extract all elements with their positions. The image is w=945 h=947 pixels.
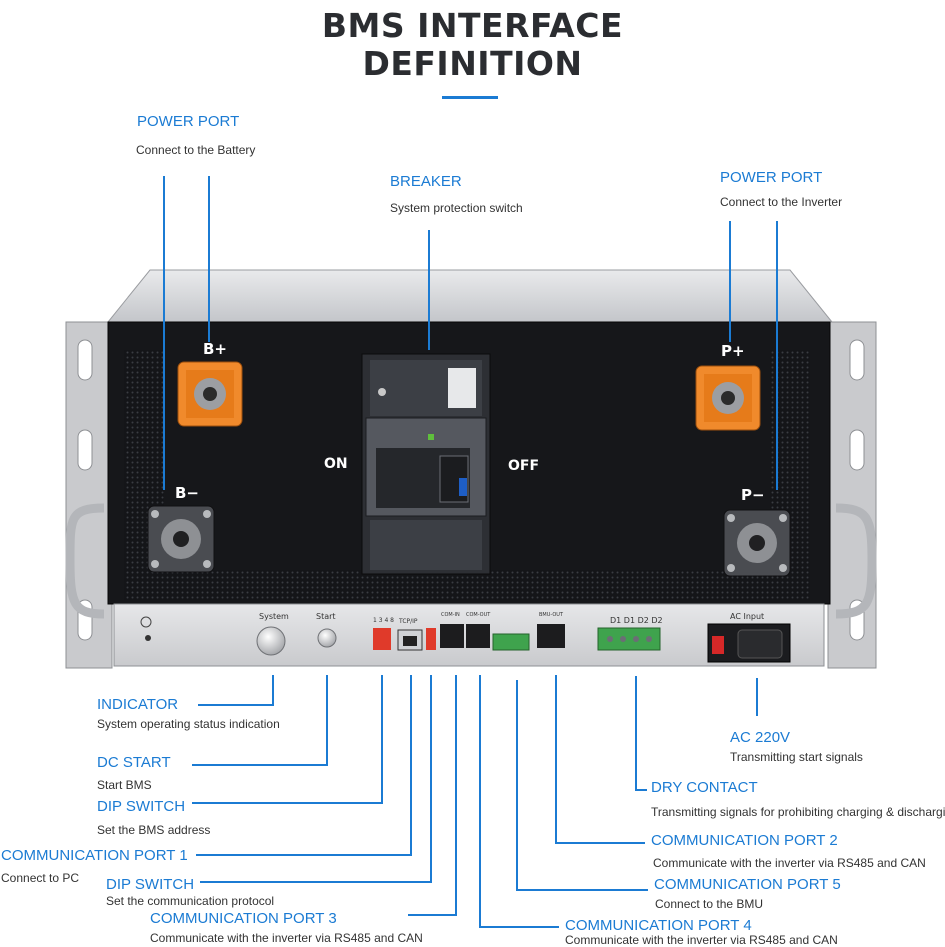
- ac-220v-desc: Transmitting start signals: [730, 750, 863, 764]
- connector-comm1-v: [410, 675, 412, 855]
- connector-b-minus: [163, 176, 165, 490]
- com-out-print: COM-OUT: [466, 612, 491, 618]
- com-in-port: [440, 624, 464, 648]
- comm-port-5-label: COMMUNICATION PORT 5: [654, 876, 841, 893]
- dip-numbers-print: 1 3 4 8: [373, 617, 394, 624]
- off-label: OFF: [508, 458, 540, 474]
- connector-comm3-v: [455, 675, 457, 915]
- indicator-desc: System operating status indication: [97, 717, 280, 731]
- comm-port-2-desc: Communicate with the inverter via RS485 …: [653, 856, 926, 870]
- dc-start-label: DC START: [97, 754, 171, 771]
- b-minus-label: B−: [175, 484, 200, 502]
- connector-b-plus: [208, 176, 210, 342]
- connector-dcstart-v: [326, 675, 328, 765]
- dip-switch-protocol-desc: Set the communication protocol: [106, 894, 275, 908]
- connector-comm2-h: [555, 842, 645, 844]
- ac-220v-label: AC 220V: [730, 729, 791, 746]
- comm-port-1-desc: Connect to PC: [1, 871, 80, 885]
- dc-start-desc: Start BMS: [97, 778, 152, 792]
- b-plus-label: B+: [203, 340, 228, 358]
- connector-comm2-v: [555, 675, 557, 843]
- breaker-desc: System protection switch: [390, 201, 523, 215]
- ac-power-switch: [712, 636, 724, 654]
- right-handle: [835, 503, 877, 619]
- left-handle: [65, 503, 105, 619]
- ground-symbol: [140, 616, 152, 628]
- comm-port-3-label: COMMUNICATION PORT 3: [150, 910, 337, 927]
- comm-port-5-desc: Connect to the BMU: [655, 897, 764, 911]
- connector-breaker: [428, 230, 430, 350]
- b-plus-terminal: [177, 361, 243, 427]
- comm-port-4-desc: Communicate with the inverter via RS485 …: [565, 933, 838, 947]
- connector-indicator-v: [272, 675, 274, 705]
- dip-switch-address-desc: Set the BMS address: [97, 823, 211, 837]
- ac-input-print: AC Input: [730, 612, 765, 621]
- connector-dry-h: [635, 789, 647, 791]
- connector-dip1-h: [192, 802, 383, 804]
- connector-dip2-h: [200, 881, 432, 883]
- power-port-inverter-desc: Connect to the Inverter: [720, 195, 843, 209]
- connector-comm1-h: [196, 854, 412, 856]
- connector-comm5-v: [516, 680, 518, 890]
- comm-port-1-label: COMMUNICATION PORT 1: [1, 847, 188, 864]
- connector-p-plus: [729, 221, 731, 342]
- bmu-out-port: [537, 624, 565, 648]
- p-plus-label: P+: [721, 342, 745, 360]
- dip-switch-2: [426, 628, 436, 650]
- p-minus-terminal: [723, 509, 791, 577]
- com-in-print: COM-IN: [441, 612, 460, 618]
- p-plus-terminal: [695, 365, 761, 431]
- com-out-port: [466, 624, 490, 648]
- on-label: ON: [324, 456, 348, 472]
- p-minus-label: P−: [741, 486, 765, 504]
- start-print: Start: [316, 612, 336, 621]
- comm-port-3-desc: Communicate with the inverter via RS485 …: [150, 931, 423, 945]
- chassis-top: [106, 269, 834, 323]
- power-port-battery-label: POWER PORT: [137, 113, 240, 130]
- connector-ac-v: [756, 678, 758, 716]
- connector-dry-v: [635, 676, 637, 790]
- dry-contact-connector: [597, 627, 661, 651]
- tcp-ip-print: TCP/IP: [399, 618, 418, 625]
- b-minus-terminal: [147, 505, 215, 573]
- system-knob: [256, 626, 286, 656]
- indicator-label: INDICATOR: [97, 696, 179, 713]
- connector-dip1-v: [381, 675, 383, 803]
- connector-dip2-v: [430, 675, 432, 882]
- comm-port-4-label: COMMUNICATION PORT 4: [565, 917, 752, 934]
- page-title-line1: BMS INTERFACE: [321, 6, 624, 45]
- dip-switch-protocol-label: DIP SWITCH: [106, 876, 195, 893]
- comm-port-2-label: COMMUNICATION PORT 2: [651, 832, 838, 849]
- start-button: [317, 628, 337, 648]
- vent-bottom: [124, 570, 810, 600]
- system-print: System: [259, 612, 289, 621]
- connector-comm4-v: [479, 675, 481, 927]
- connector-comm5-h: [516, 889, 648, 891]
- dry-contact-pins-print: D1 D1 D2 D2: [610, 616, 663, 625]
- power-port-inverter-label: POWER PORT: [720, 169, 823, 186]
- dip-switch-1: [373, 628, 391, 650]
- page-title-line2: DEFINITION: [362, 44, 583, 83]
- bmu-out-print: BMU-OUT: [539, 612, 563, 618]
- dry-contact-label: DRY CONTACT: [651, 779, 758, 796]
- breaker-label: BREAKER: [390, 173, 462, 190]
- connector-comm3-h: [408, 914, 457, 916]
- connector-p-minus: [776, 221, 778, 490]
- power-port-battery-desc: Connect to the Battery: [136, 143, 256, 157]
- dip-switch-address-label: DIP SWITCH: [97, 798, 186, 815]
- connector-dcstart-h: [192, 764, 328, 766]
- title-underline: [442, 96, 498, 99]
- connector-indicator-h: [198, 704, 274, 706]
- connector-comm4-h: [479, 926, 559, 928]
- green-connector: [492, 633, 530, 651]
- dry-contact-desc: Transmitting signals for prohibiting cha…: [651, 805, 945, 819]
